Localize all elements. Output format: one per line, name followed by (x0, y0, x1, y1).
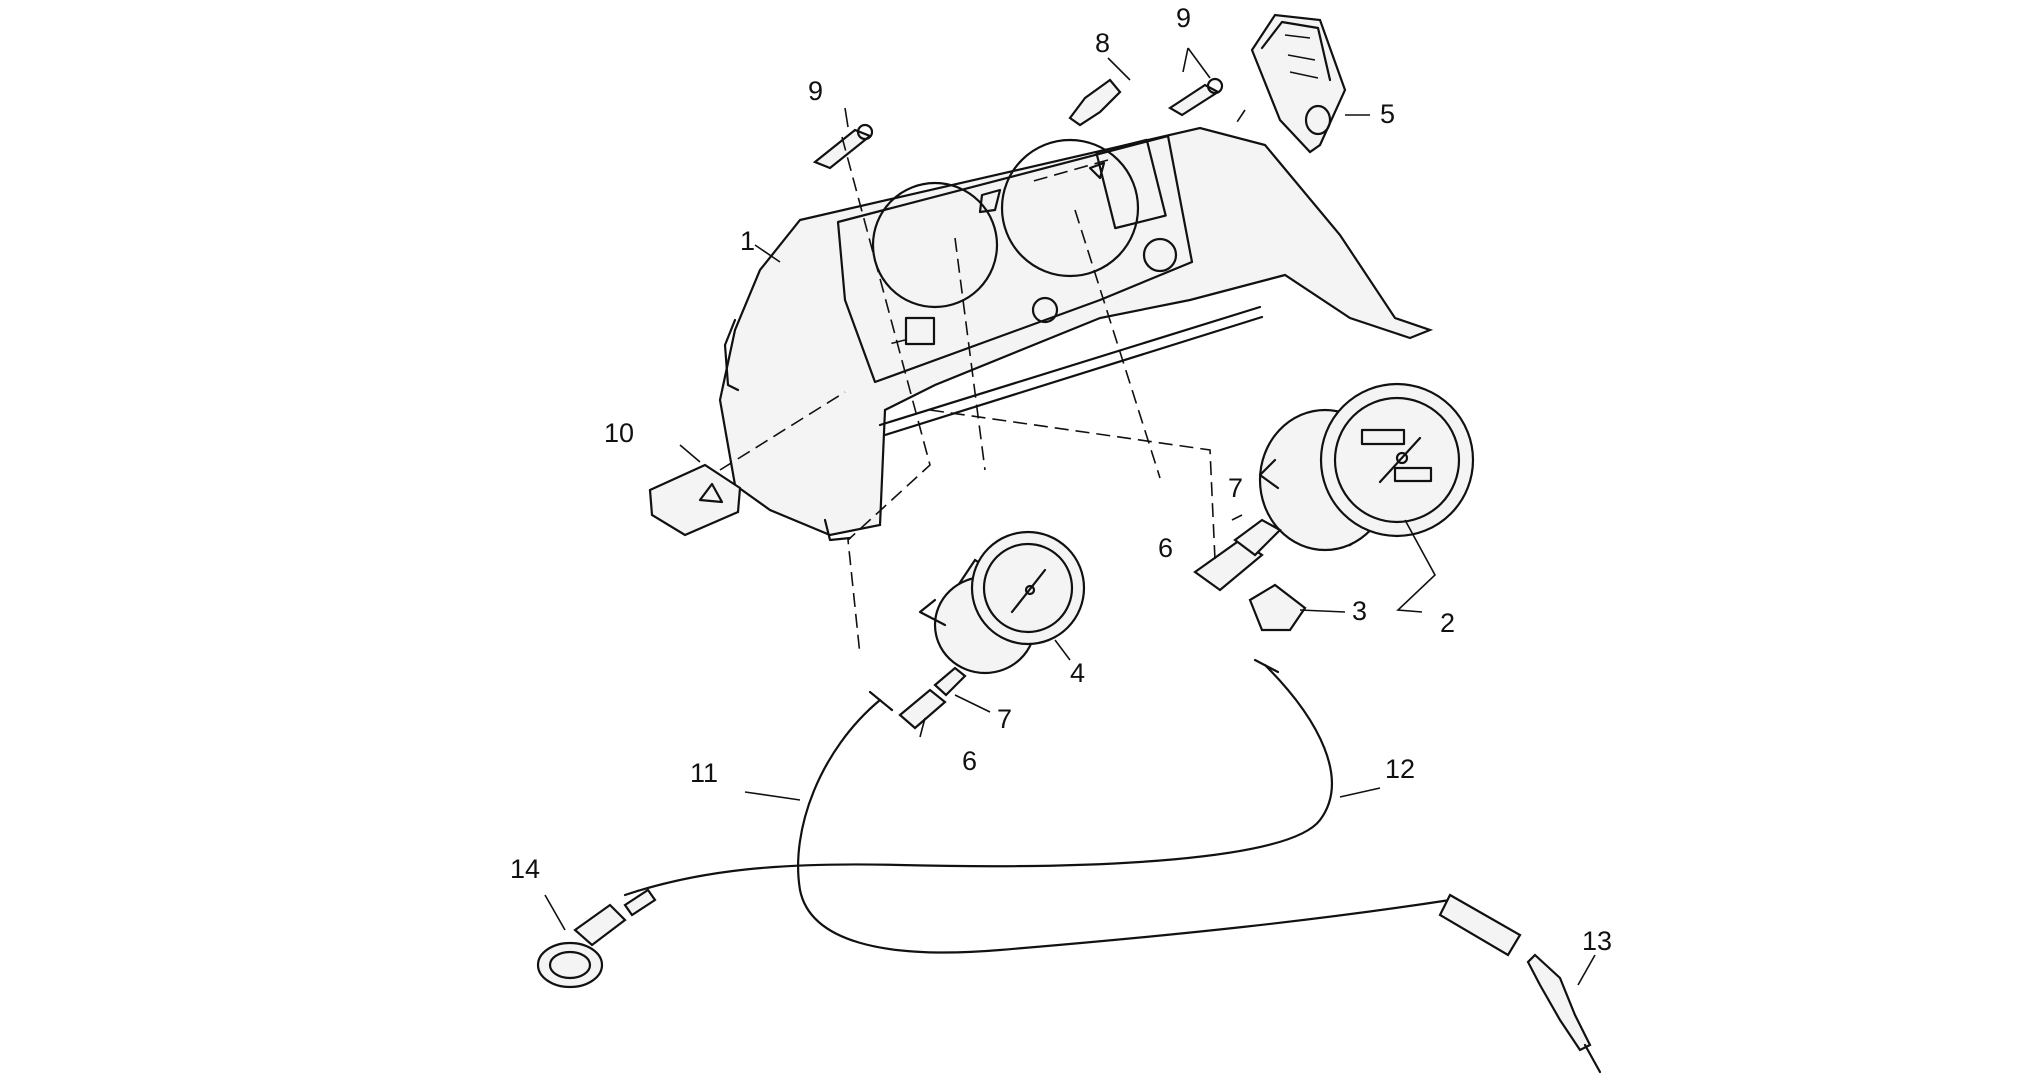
callout-labels: 1 2 3 4 5 6 6 7 7 8 9 9 10 11 12 13 14 (510, 3, 1612, 956)
indicator-light-panel (1250, 13, 1347, 154)
speedometer-gauge (1258, 382, 1475, 552)
callout-9-left: 9 (808, 76, 823, 106)
callout-9-right: 9 (1176, 3, 1191, 33)
callout-6-lower: 6 (962, 746, 977, 776)
ignition-key-part (1068, 78, 1122, 127)
callout-6-upper: 6 (1158, 533, 1173, 563)
callout-3: 3 (1352, 596, 1367, 626)
callout-4: 4 (1070, 658, 1085, 688)
cable-end-fitting (1526, 953, 1602, 1074)
instrument-panel-cover (718, 126, 1434, 542)
hazard-switch (648, 463, 742, 537)
callout-5: 5 (1380, 99, 1395, 129)
leader-lines (544, 47, 1596, 986)
callout-7-upper: 7 (1228, 473, 1243, 503)
bulb-holder-lower (898, 666, 967, 730)
callout-14: 14 (510, 854, 540, 884)
bulb-left (812, 123, 874, 170)
callout-11: 11 (690, 758, 718, 788)
callout-12: 12 (1385, 754, 1415, 784)
tachometer-gauge (918, 530, 1086, 675)
bulb-right (1167, 77, 1224, 117)
callout-2: 2 (1440, 608, 1455, 638)
cable-fitting (1248, 583, 1307, 632)
callout-13: 13 (1582, 926, 1612, 956)
speedometer-cable (623, 658, 1522, 957)
speedometer-drive (536, 888, 657, 989)
callout-10: 10 (604, 418, 634, 448)
bulb-holder-upper (1193, 518, 1282, 592)
callout-8: 8 (1095, 28, 1110, 58)
callout-1: 1 (740, 226, 755, 256)
tachometer-cable (797, 690, 1452, 954)
callout-7-lower: 7 (997, 704, 1012, 734)
connector-lines (719, 109, 1246, 656)
